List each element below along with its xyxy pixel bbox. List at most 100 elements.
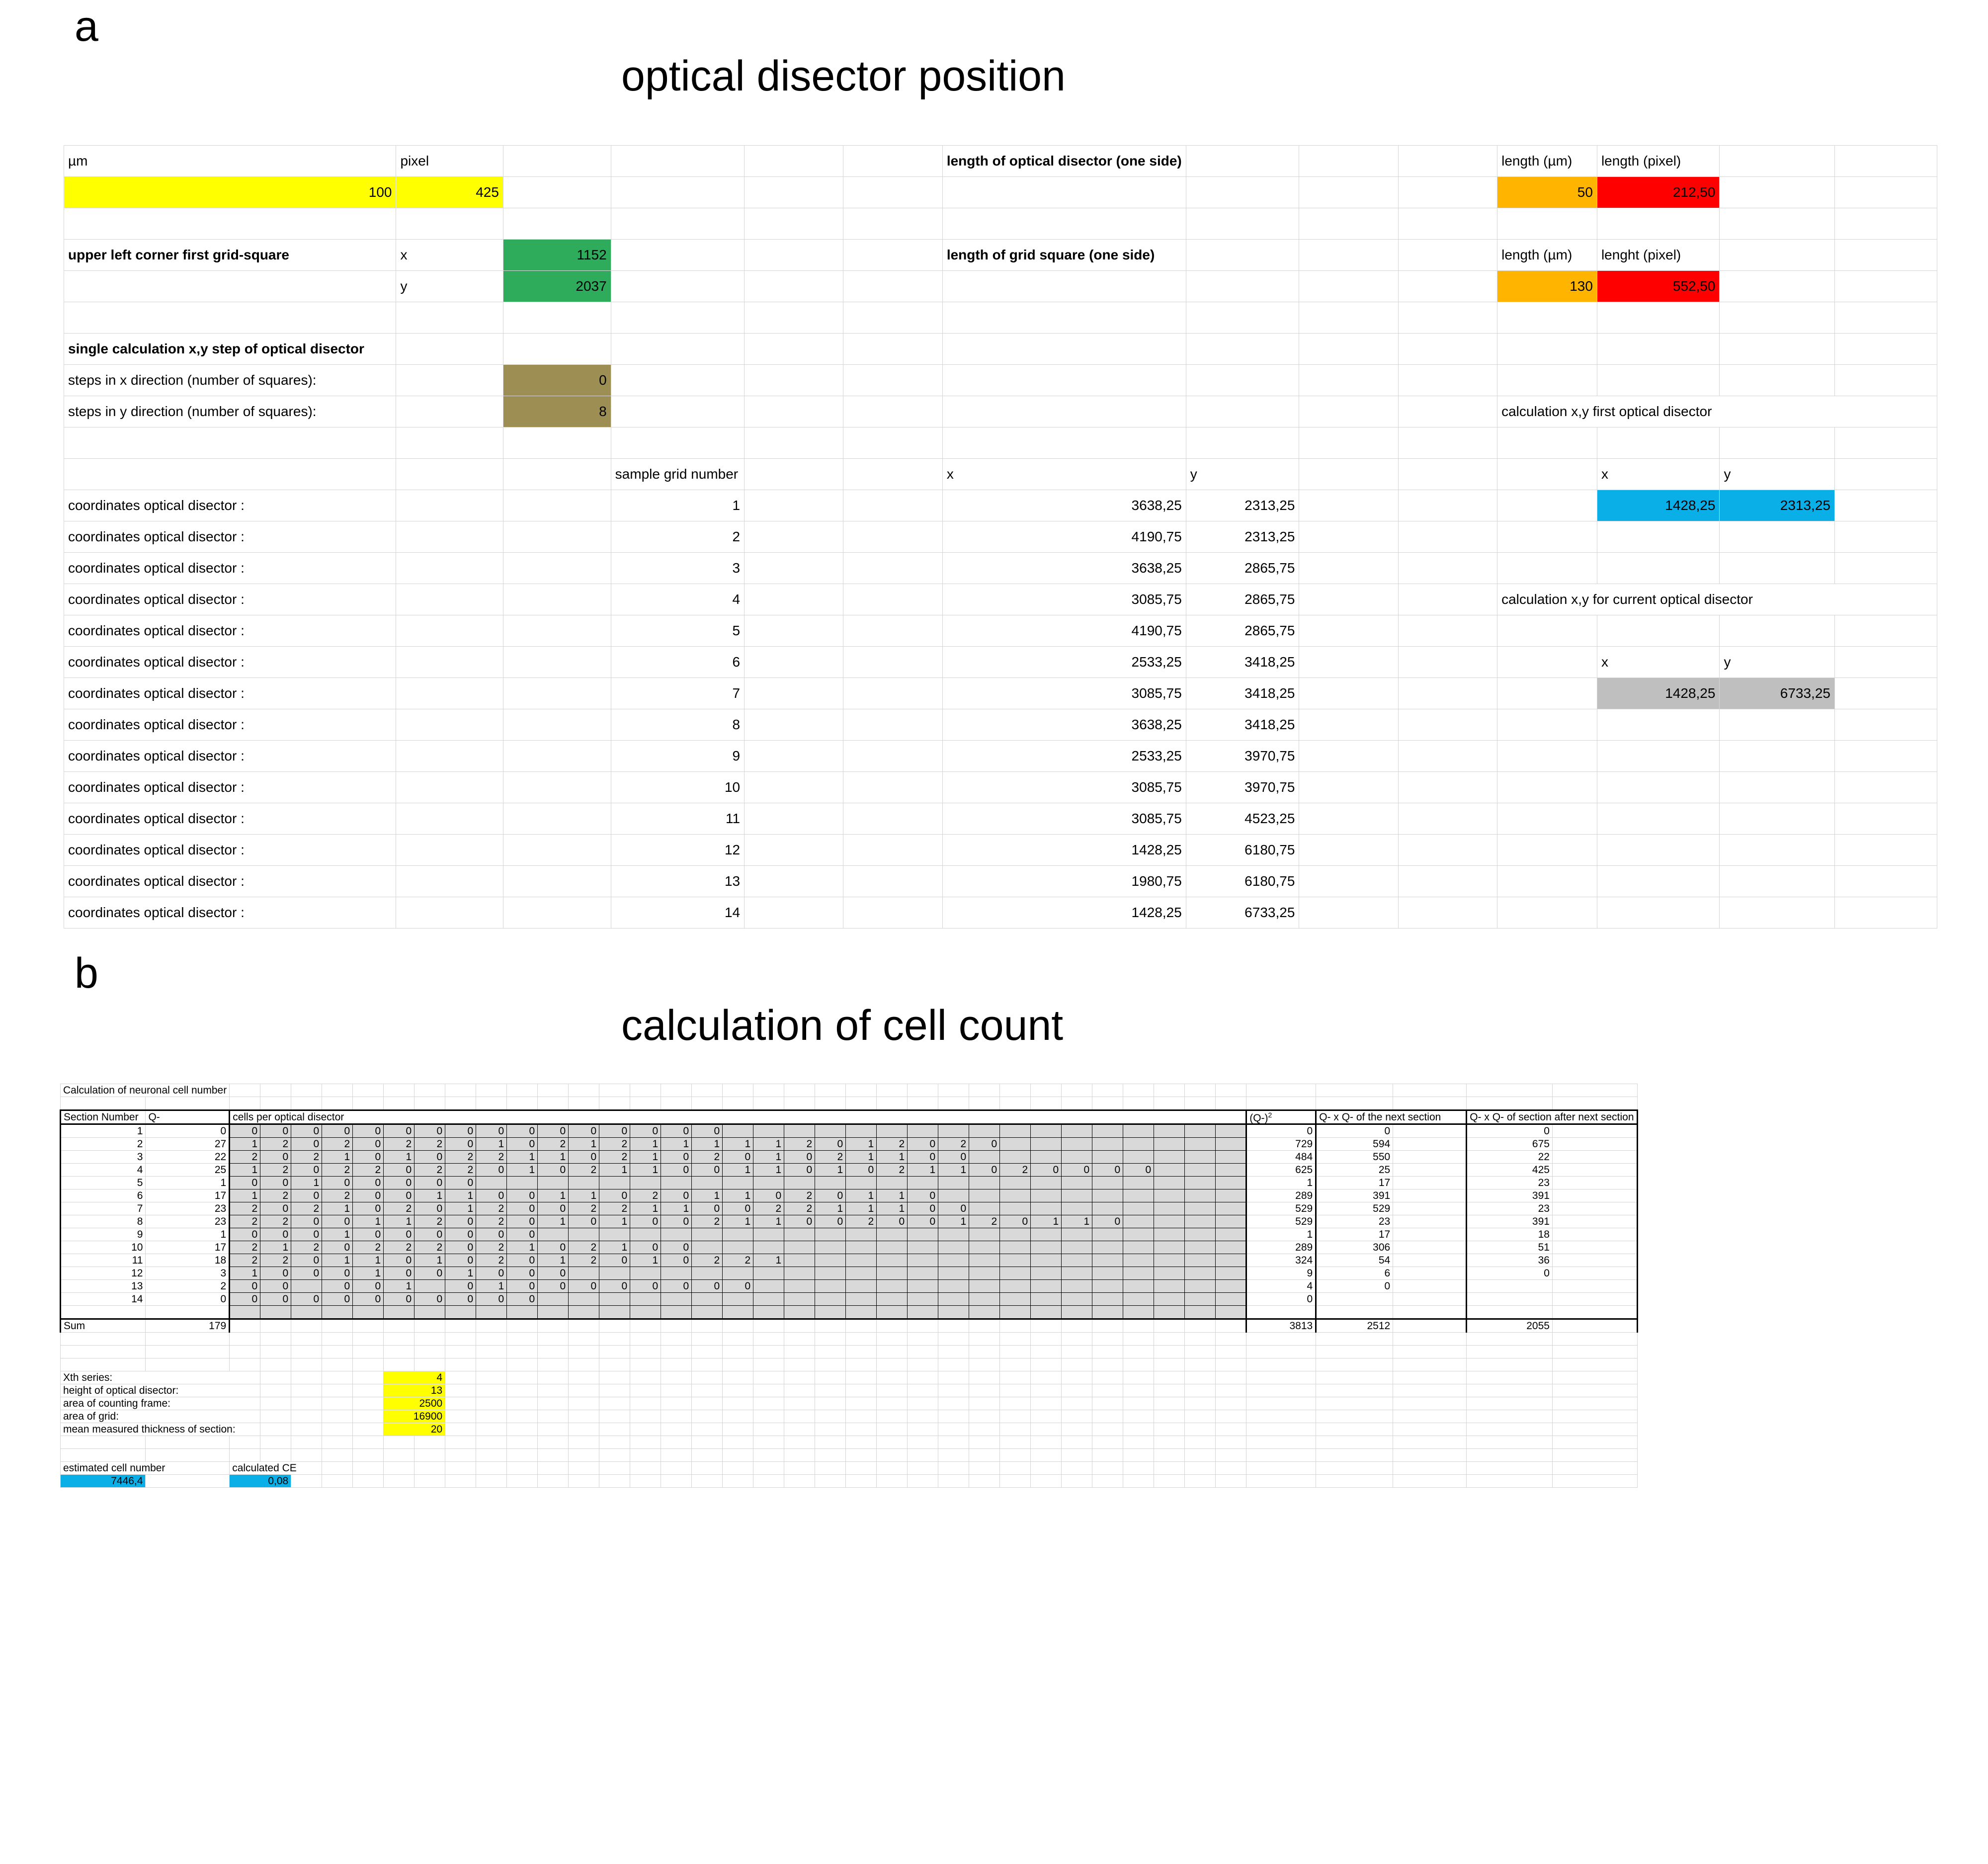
value-q-squared: 1 <box>1245 1176 1317 1189</box>
value-steps-x[interactable]: 0 <box>502 364 611 396</box>
value-coord-y: 2313,25 <box>1185 490 1300 521</box>
value-cell-count: 0 <box>1061 1163 1093 1177</box>
empty-cell <box>1393 1215 1467 1228</box>
empty-cell <box>1398 740 1498 772</box>
value-sample-grid-number: 6 <box>610 646 745 678</box>
empty-grid-cell <box>1154 1228 1185 1241</box>
empty-cell <box>1834 646 1938 678</box>
value-cell-count: 0 <box>753 1189 785 1202</box>
empty-cell <box>502 490 611 521</box>
value-steps-y[interactable]: 8 <box>502 396 611 427</box>
value-cell-count: 2 <box>445 1163 477 1177</box>
empty-cell <box>1184 1448 1216 1462</box>
value-cell-count: 2 <box>784 1202 816 1215</box>
empty-cell <box>1246 1436 1317 1449</box>
value-q-minus: 17 <box>145 1189 231 1202</box>
empty-cell <box>396 458 503 490</box>
empty-grid-cell <box>1030 1228 1062 1241</box>
empty-cell <box>63 458 397 490</box>
empty-cell <box>1552 1358 1638 1371</box>
empty-cell <box>1316 1423 1394 1436</box>
empty-cell <box>876 1332 908 1346</box>
value-cell-count: 0 <box>537 1267 569 1280</box>
value-cell-count: 0 <box>845 1163 877 1177</box>
value-area-of-grid[interactable]: 16900 <box>383 1410 446 1423</box>
value-cell-count: 1 <box>383 1279 415 1293</box>
value-cell-count: 1 <box>1061 1215 1093 1228</box>
value-cell-count: 2 <box>260 1189 292 1202</box>
empty-cell <box>1315 1305 1394 1319</box>
empty-grid-cell <box>1184 1176 1216 1189</box>
empty-cell <box>1497 427 1597 459</box>
empty-grid-cell <box>599 1292 631 1306</box>
sheet-b-title: Calculation of neuronal cell number <box>60 1084 230 1097</box>
empty-cell <box>445 1371 477 1384</box>
empty-grid-cell <box>568 1176 600 1189</box>
value-disector-um[interactable]: 50 <box>1497 176 1597 208</box>
table-row: mean measured thickness of section:20 <box>60 1423 1638 1436</box>
empty-cell <box>291 1358 323 1371</box>
empty-cell <box>1552 1202 1638 1215</box>
empty-cell <box>1398 333 1498 365</box>
empty-grid-cell <box>661 1228 692 1241</box>
empty-cell <box>291 1345 323 1358</box>
empty-cell <box>502 584 611 615</box>
value-first-disector-y[interactable]: 2313,25 <box>1719 490 1835 521</box>
empty-cell <box>691 1384 723 1397</box>
empty-cell <box>661 1358 692 1371</box>
value-mean-measured-thickness[interactable]: 20 <box>383 1423 446 1436</box>
empty-cell <box>260 1332 292 1346</box>
empty-cell <box>753 1448 785 1462</box>
empty-cell <box>722 1084 754 1097</box>
value-area-of-counting-frame[interactable]: 2500 <box>383 1397 446 1410</box>
empty-cell <box>843 427 943 459</box>
empty-cell <box>1834 897 1938 929</box>
empty-cell <box>1184 1097 1216 1110</box>
empty-cell <box>1834 364 1938 396</box>
empty-cell <box>784 1332 816 1346</box>
empty-cell <box>1154 1097 1185 1110</box>
empty-cell <box>744 646 844 678</box>
empty-cell <box>1154 1410 1185 1423</box>
empty-cell <box>1184 1474 1216 1488</box>
label-coordinates-optical-disector: coordinates optical disector : <box>63 771 397 803</box>
empty-cell <box>843 740 943 772</box>
value-q-next-section: 23 <box>1315 1215 1394 1228</box>
empty-cell <box>722 1332 754 1346</box>
empty-cell <box>1299 646 1399 678</box>
empty-cell <box>1497 208 1597 240</box>
empty-cell <box>1154 1397 1185 1410</box>
empty-cell <box>1497 897 1597 929</box>
empty-cell <box>1719 521 1835 553</box>
value-cell-count: 0 <box>1030 1163 1062 1177</box>
value-grid-um[interactable]: 130 <box>1497 270 1597 302</box>
value-height-of-optical-disector[interactable]: 13 <box>383 1384 446 1397</box>
value-xth-series[interactable]: 4 <box>383 1371 446 1384</box>
value-scale-um[interactable]: 100 <box>63 176 397 208</box>
empty-cell <box>1061 1084 1093 1097</box>
value-first-disector-x[interactable]: 1428,25 <box>1596 490 1720 521</box>
value-cell-count: 0 <box>506 1202 538 1215</box>
value-q-next-section: 391 <box>1315 1189 1394 1202</box>
empty-cell <box>1123 1384 1155 1397</box>
empty-cell <box>938 1097 970 1110</box>
value-corner-y[interactable]: 2037 <box>502 270 611 302</box>
empty-cell <box>999 1448 1031 1462</box>
empty-cell <box>1552 1397 1638 1410</box>
empty-cell <box>1184 1345 1216 1358</box>
value-q-after-next-section <box>1466 1292 1553 1306</box>
empty-cell <box>661 1436 692 1449</box>
empty-cell <box>537 1410 569 1423</box>
value-sample-grid-number: 1 <box>610 490 745 521</box>
header-q-squared: (Q-)2 <box>1245 1109 1317 1125</box>
empty-cell <box>1092 1384 1124 1397</box>
value-cell-count: 1 <box>445 1189 477 1202</box>
empty-cell <box>1393 1150 1467 1164</box>
value-corner-x[interactable]: 1152 <box>502 239 611 271</box>
empty-grid-cell <box>414 1305 446 1319</box>
empty-cell <box>506 1084 538 1097</box>
empty-cell <box>1185 176 1300 208</box>
value-scale-pixel[interactable]: 425 <box>396 176 503 208</box>
